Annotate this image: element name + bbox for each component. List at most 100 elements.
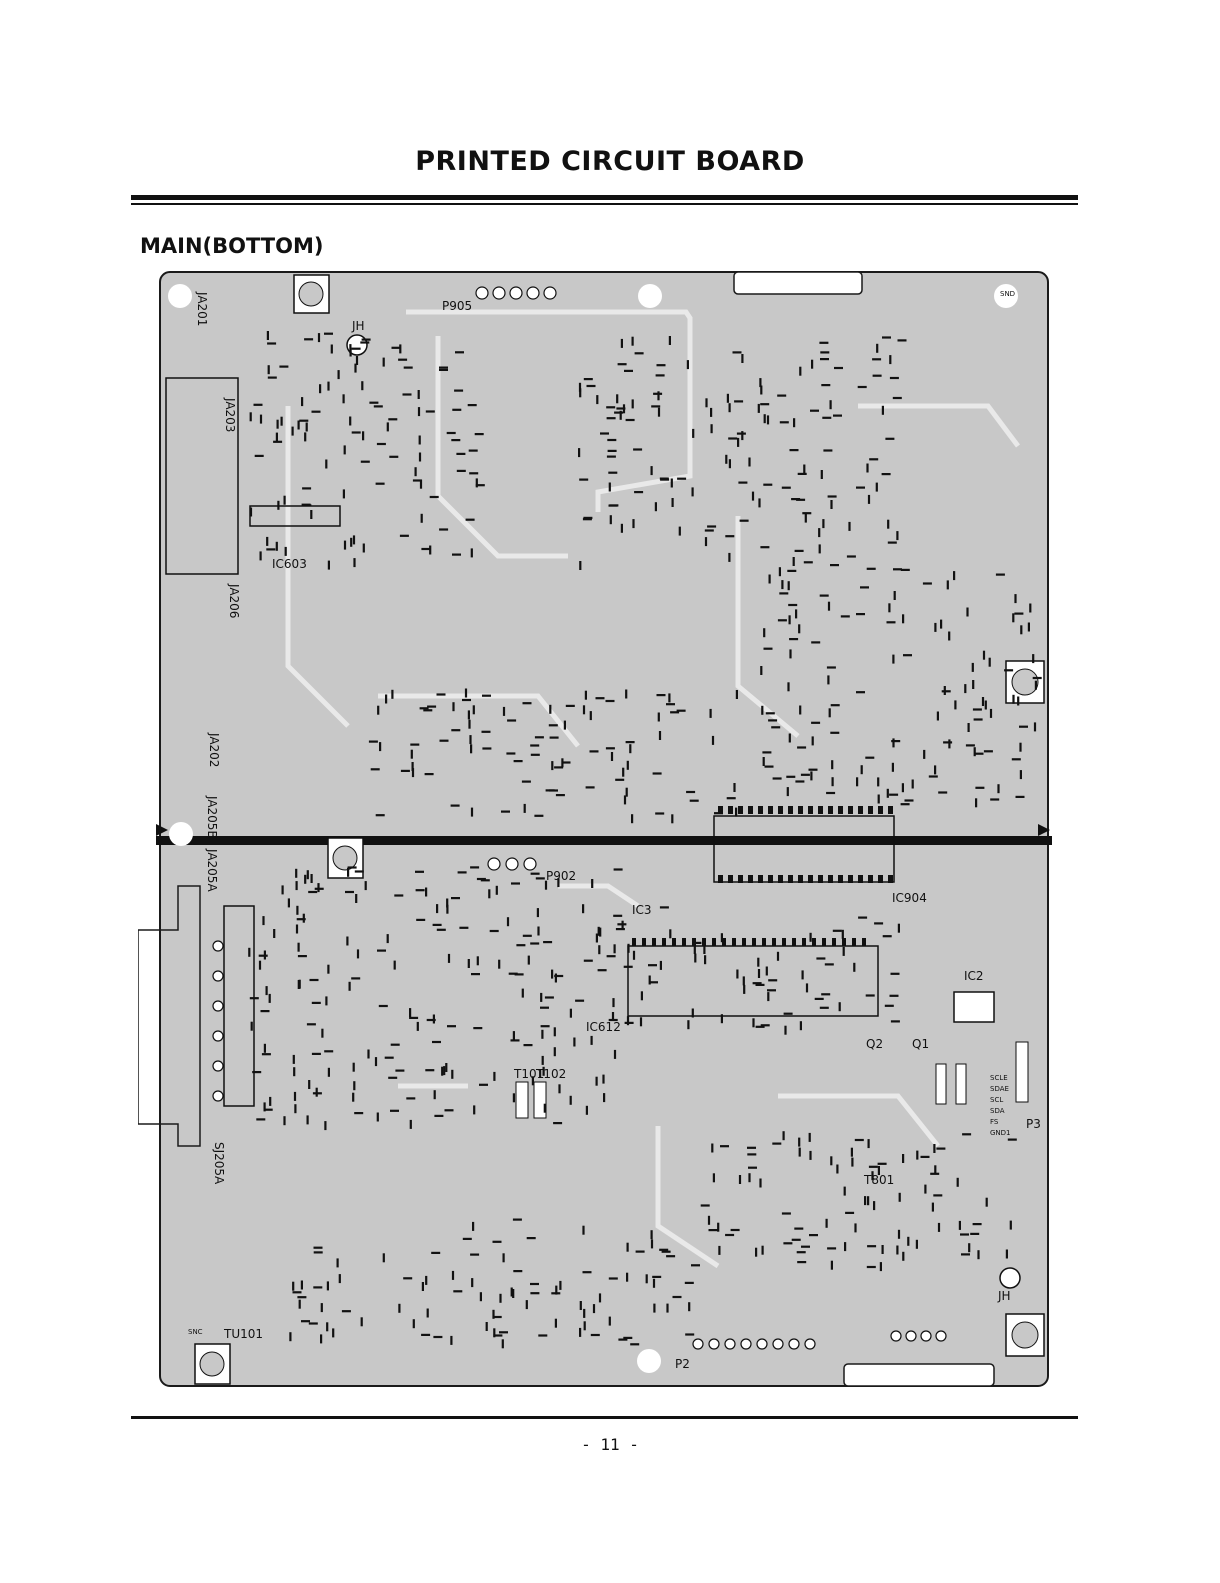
smd-pad [809,1133,811,1142]
smd-pad [688,1302,690,1311]
smd-pad [465,689,467,698]
smd-pad [779,567,781,576]
smd-pad [256,1118,265,1120]
smd-pad [419,453,421,462]
smd-pad [437,929,446,931]
smd-pad [878,795,880,804]
smd-pad [468,959,470,968]
title-rule-thin [131,203,1078,205]
smd-pad [761,1024,770,1026]
smd-pad [445,1109,454,1111]
smd-pad [816,957,825,959]
mount-hole [638,284,662,308]
smd-pad [828,495,837,497]
smd-pad [769,575,771,584]
smd-pad [611,752,613,761]
smd-pad [624,795,626,804]
smd-pad [673,1296,682,1298]
smd-pad [506,752,515,754]
title-rule-thick [131,195,1078,200]
page-title: PRINTED CIRCUIT BOARD [0,146,1220,177]
smd-pad [293,1067,295,1076]
smd-pad [894,591,896,600]
smd-pad [788,581,790,590]
smd-pad [471,1278,473,1287]
smd-pad [586,786,595,788]
smd-pad [747,1153,756,1155]
smd-pad [536,877,545,879]
smd-pad [868,1139,870,1148]
smd-pad [349,417,351,426]
smd-pad [391,1044,400,1046]
ic904-pin [718,875,723,883]
label-q1: Q1 [912,1037,929,1051]
smd-pad [831,760,833,769]
ic612-pin [682,938,686,946]
smd-pad [524,804,526,813]
smd-pad [968,723,970,732]
smd-pad [1032,654,1034,663]
smd-pad [721,1014,723,1023]
smd-pad [343,394,345,403]
smd-pad [791,498,800,500]
smd-pad [691,1264,700,1266]
smd-pad [798,1138,800,1147]
smd-pad [537,927,539,936]
smd-pad [542,1056,544,1065]
smd-pad [570,1009,572,1018]
smd-pad [887,520,889,529]
smd-pad [666,1255,675,1257]
smd-pad [498,960,500,969]
smd-pad [279,366,288,368]
smd-pad [865,757,874,759]
smd-pad [677,478,686,480]
smd-pad [760,403,769,405]
ic612-pin [732,938,736,946]
smd-pad [830,732,839,734]
smd-pad [473,1105,475,1114]
smd-pad [310,979,319,981]
smd-pad [418,390,420,399]
smd-pad [1014,594,1016,603]
smd-pad [632,399,634,408]
smd-pad [826,1219,828,1228]
smd-pad [1016,796,1025,798]
smd-pad [690,800,699,802]
smd-pad [797,746,806,748]
p902-pin [524,858,536,870]
smd-pad [873,1201,875,1210]
smd-pad [799,1148,801,1157]
smd-pad [403,393,412,395]
p3-pin-label: SCLE [990,1074,1008,1082]
ic904-pin [868,806,873,814]
smd-pad [261,1010,270,1012]
smd-pad [864,1196,866,1205]
smd-pad [820,595,829,597]
smd-pad [596,1077,598,1086]
ic904-pin [818,806,823,814]
smd-pad [471,808,473,817]
smd-pad [538,1334,547,1336]
smd-pad [584,378,593,380]
ic904-pin [728,806,733,814]
smd-pad [671,814,673,823]
smd-pad [425,888,427,897]
smd-pad [411,750,413,759]
smd-pad [907,1237,909,1246]
smd-pad [554,975,563,977]
smd-pad [418,407,420,416]
ic904-pin [878,875,883,883]
smd-pad [990,798,999,800]
smd-pad [602,1075,604,1084]
smd-pad [627,944,629,953]
smd-pad [882,1245,884,1254]
smd-pad [413,1319,415,1328]
label-ja202: JA202 [207,732,221,767]
scart-pin [213,971,223,981]
smd-pad [353,558,355,567]
smd-pad [836,1165,838,1174]
smd-pad [780,421,789,423]
smd-pad [421,1334,430,1336]
smd-pad [866,464,868,473]
smd-pad [985,701,987,710]
